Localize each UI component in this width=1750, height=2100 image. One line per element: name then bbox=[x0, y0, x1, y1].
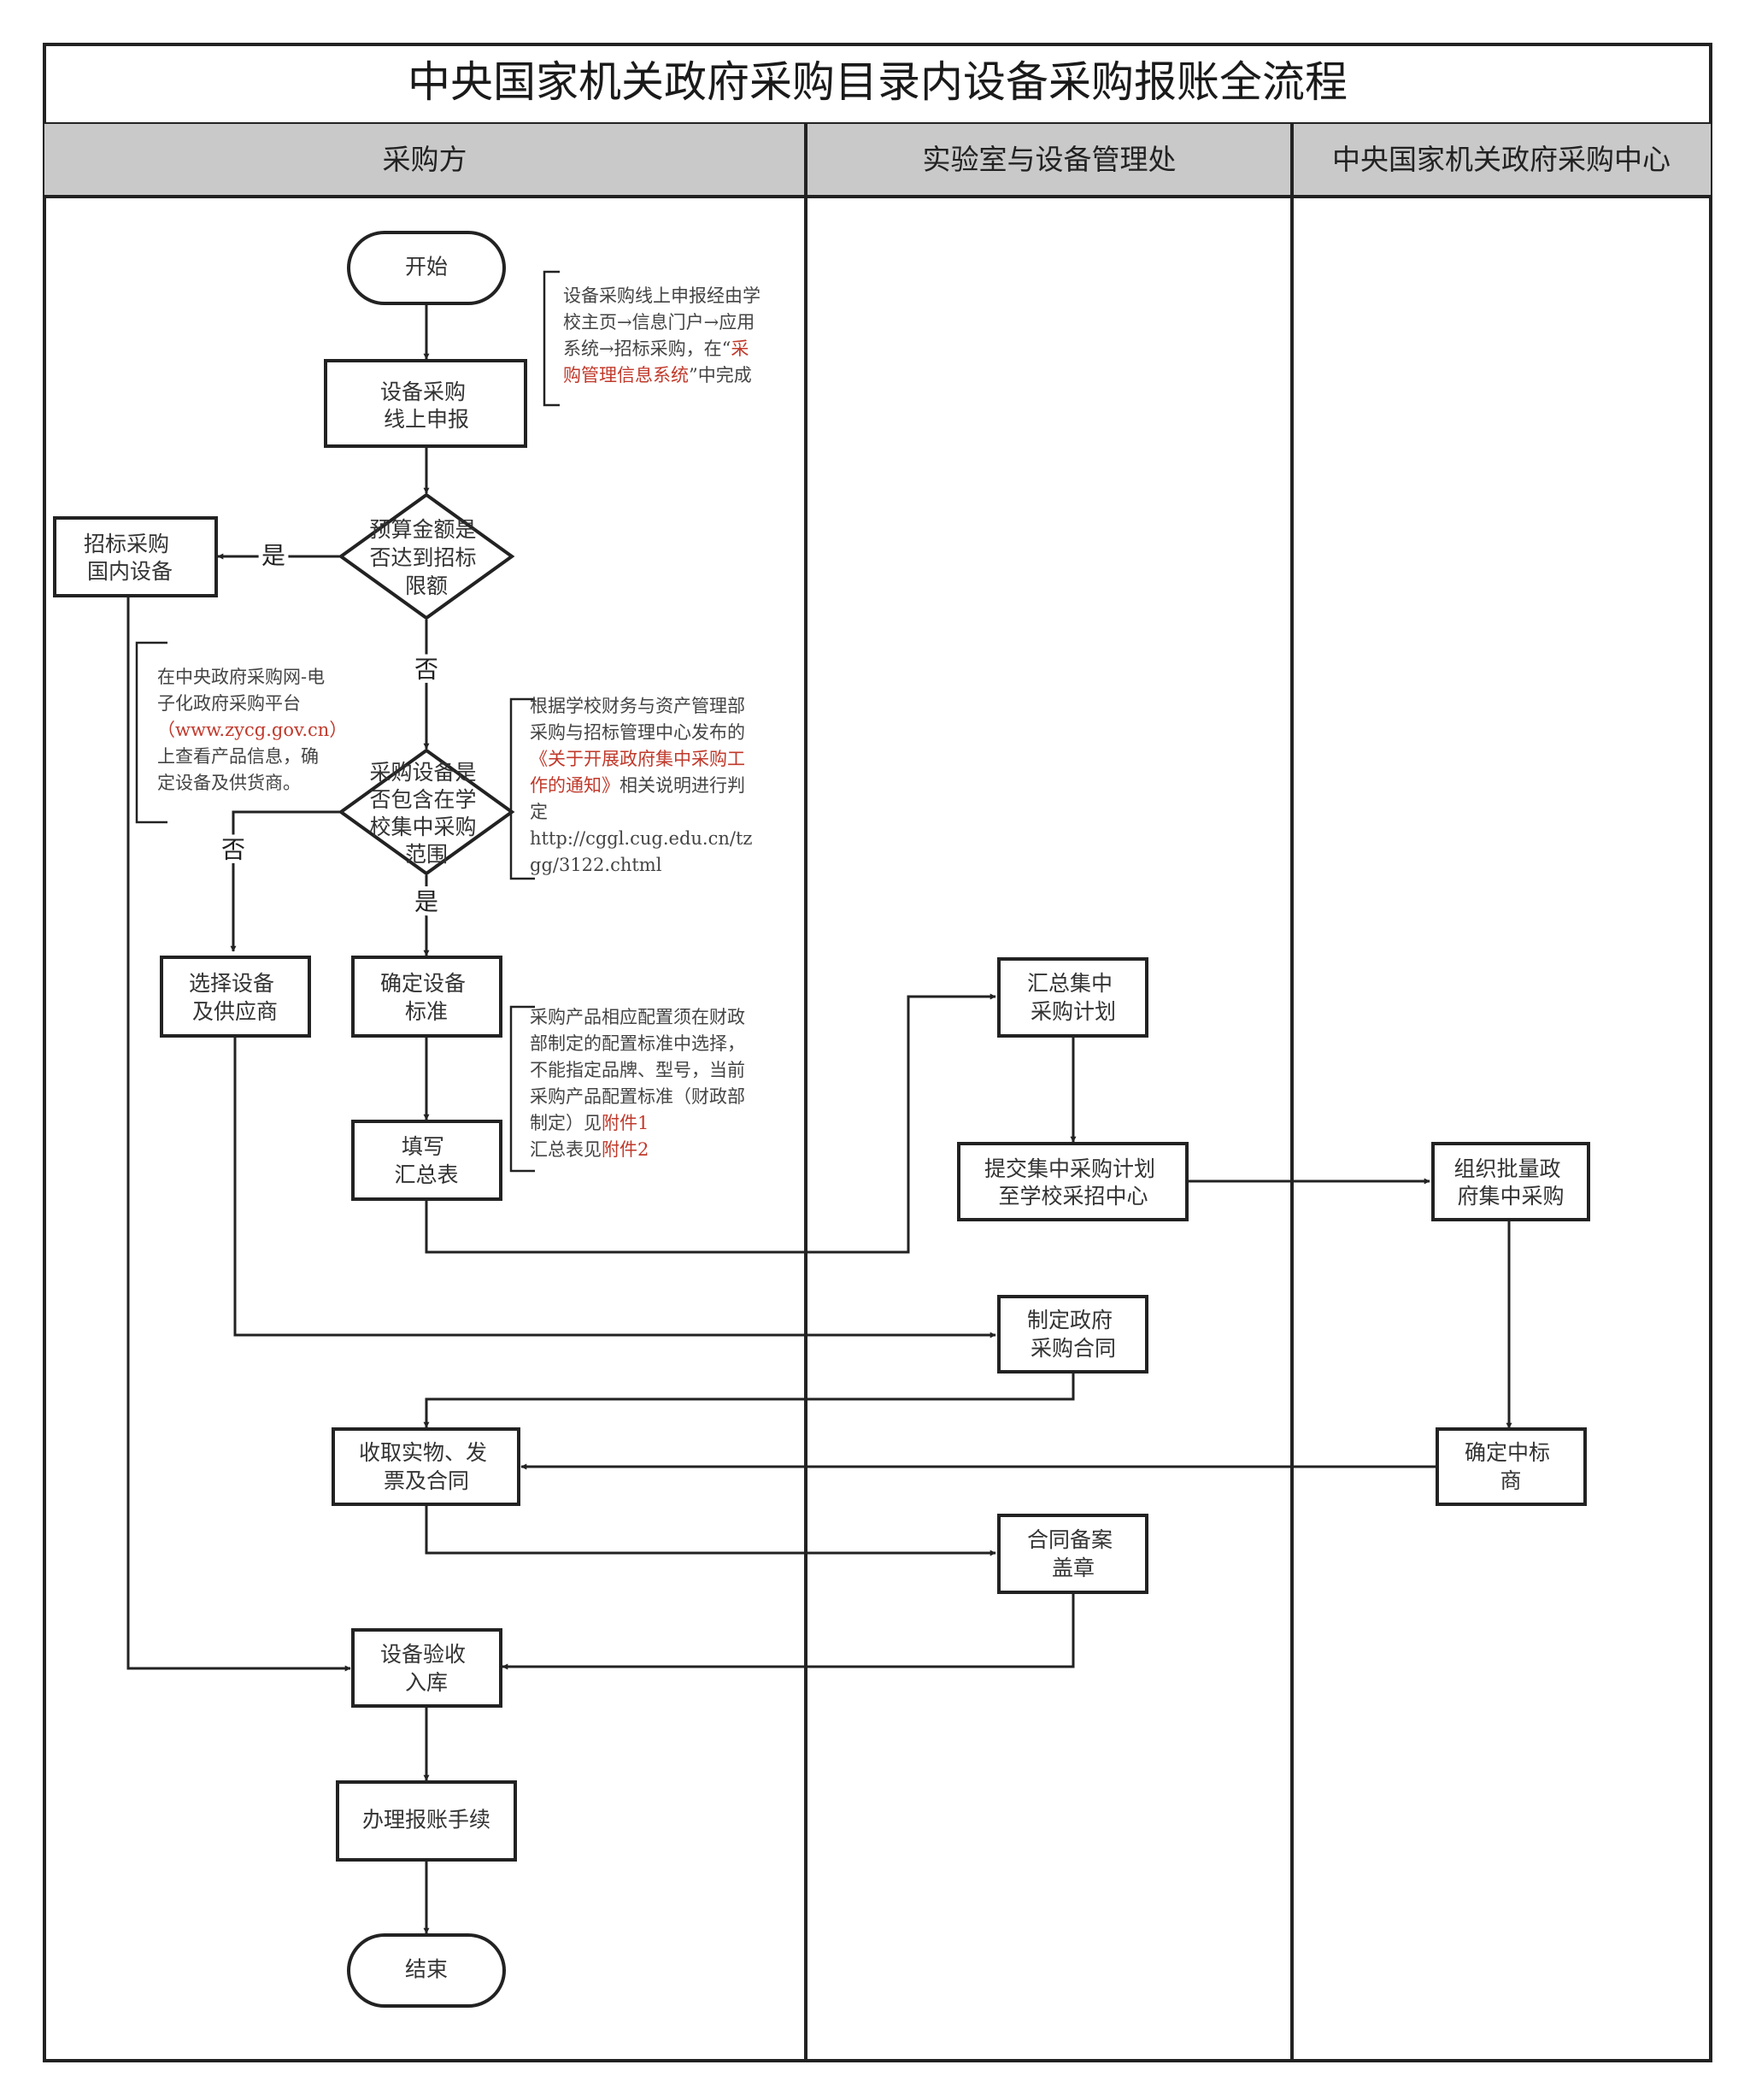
acceptance-box bbox=[351, 1628, 502, 1708]
edge-scope-no-to-select bbox=[230, 810, 341, 952]
outer-frame bbox=[43, 43, 1712, 2062]
edge-contract-to-receive bbox=[423, 1372, 1075, 1428]
scope-check-diamond bbox=[338, 748, 515, 876]
start-label: 开始 bbox=[405, 255, 448, 279]
edge-label-scope-yes: 是 bbox=[414, 888, 438, 916]
reimburse-label: 办理报账手续 bbox=[362, 1808, 490, 1832]
note-config-standard: 采购产品相应配置须在财政部制定的配置标准中选择，不能指定品牌、型号，当前采购产品… bbox=[530, 1007, 745, 1160]
confirm-winner-label: 确定中标 商 bbox=[1465, 1440, 1557, 1493]
edge-select-to-contract bbox=[233, 1037, 996, 1338]
edge-label-budget-no: 否 bbox=[414, 656, 438, 684]
lane-header-central-procurement-center: 中央国家机关政府采购中心 bbox=[1332, 143, 1671, 176]
note-bracket-online-path bbox=[543, 270, 560, 407]
end-label: 结束 bbox=[405, 1957, 448, 1982]
end-terminal bbox=[347, 1933, 506, 2008]
acceptance-label: 设备验收 入库 bbox=[380, 1642, 473, 1695]
submit-plan-box bbox=[957, 1142, 1189, 1221]
tender-domestic-label: 招标采购 国内设备 bbox=[84, 532, 176, 584]
edge-receive-to-filing bbox=[425, 1504, 996, 1556]
note-scope-basis: 根据学校财务与资产管理部采购与招标管理中心发布的《关于开展政府集中采购工作的通知… bbox=[530, 696, 752, 875]
note-bracket-config-standard bbox=[509, 1005, 535, 1173]
lane-header-purchaser: 采购方 bbox=[383, 143, 467, 176]
budget-check-diamond bbox=[338, 492, 515, 621]
edge-fill-to-summary-plan bbox=[425, 993, 996, 1254]
fill-summary-label: 填写 汇总表 bbox=[394, 1134, 458, 1187]
receive-goods-box bbox=[332, 1427, 520, 1506]
tender-domestic-box bbox=[53, 516, 218, 597]
confirm-standard-box bbox=[351, 956, 502, 1038]
contract-filing-label: 合同备案 盖章 bbox=[1027, 1527, 1119, 1580]
edge-label-scope-no: 否 bbox=[221, 836, 245, 864]
confirm-standard-label: 确定设备 标准 bbox=[380, 971, 473, 1024]
edge-filing-to-acceptance bbox=[502, 1592, 1075, 1670]
reimburse-box bbox=[336, 1780, 517, 1862]
receive-goods-label: 收取实物、发 票及合同 bbox=[359, 1440, 494, 1493]
fill-summary-box bbox=[351, 1120, 502, 1201]
summarize-plan-box bbox=[997, 957, 1148, 1038]
organize-batch-label: 组织批量政 府集中采购 bbox=[1454, 1156, 1568, 1209]
select-supplier-box bbox=[160, 956, 311, 1038]
lane-header-lab-equipment-office: 实验室与设备管理处 bbox=[923, 143, 1177, 176]
make-contract-label: 制定政府 采购合同 bbox=[1027, 1308, 1119, 1361]
online-apply-label: 设备采购 线上申报 bbox=[380, 379, 473, 432]
start-terminal bbox=[347, 231, 506, 305]
organize-batch-box bbox=[1431, 1142, 1590, 1221]
make-contract-box bbox=[997, 1295, 1148, 1374]
budget-check-label: 预算金额是 否达到招标 限额 bbox=[370, 517, 484, 598]
note-bracket-scope-basis bbox=[509, 697, 535, 880]
note-zycg-platform: 在中央政府采购网-电子化政府采购平台（www.zycg.gov.cn）上查看产品… bbox=[157, 667, 347, 793]
select-supplier-label: 选择设备 及供应商 bbox=[189, 971, 281, 1024]
edge-label-budget-yes: 是 bbox=[261, 542, 285, 570]
note-online-path: 设备采购线上申报经由学校主页→信息门户→应用系统→招标采购，在“采购管理信息系统… bbox=[563, 285, 760, 385]
online-apply-box bbox=[324, 359, 527, 448]
summarize-plan-label: 汇总集中 采购计划 bbox=[1027, 971, 1119, 1024]
lane-header-band bbox=[44, 124, 1711, 197]
contract-filing-box bbox=[997, 1514, 1148, 1594]
scope-check-label: 采购设备是 否包含在学 校集中采购 范围 bbox=[370, 760, 484, 867]
confirm-winner-box bbox=[1436, 1427, 1587, 1506]
edge-tender-to-acceptance bbox=[126, 596, 351, 1672]
note-bracket-zycg bbox=[135, 641, 167, 824]
diagram-title: 中央国家机关政府采购目录内设备采购报账全流程 bbox=[408, 57, 1348, 107]
submit-plan-label: 提交集中采购计划 至学校采招中心 bbox=[984, 1156, 1162, 1209]
annotation-notes: 设备采购线上申报经由学校主页→信息门户→应用系统→招标采购，在“采购管理信息系统… bbox=[157, 285, 760, 1160]
